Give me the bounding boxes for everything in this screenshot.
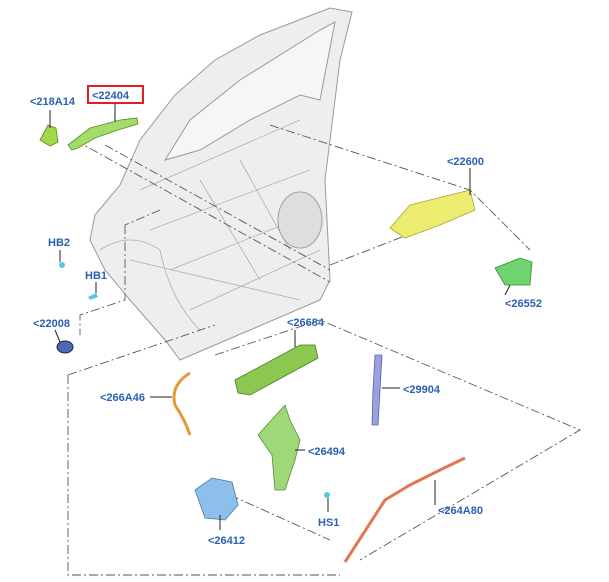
highlight-box: [87, 85, 144, 104]
label-HB2[interactable]: HB2: [48, 237, 70, 249]
label-HS1[interactable]: HS1: [318, 517, 339, 529]
label-22404[interactable]: <22404: [92, 90, 130, 102]
label-22600[interactable]: <22600: [447, 156, 484, 168]
part-29904[interactable]: [371, 354, 383, 426]
part-22008[interactable]: [56, 340, 74, 354]
label-26412[interactable]: <26412: [208, 535, 245, 547]
label-29904[interactable]: <29904: [403, 384, 441, 396]
label-26552[interactable]: <26552: [505, 298, 542, 310]
label-266A46[interactable]: <266A46: [100, 392, 145, 404]
part-HB1[interactable]: [88, 293, 98, 300]
part-HB2[interactable]: [59, 262, 65, 268]
part-26684[interactable]: [234, 344, 319, 396]
part-HS1[interactable]: [324, 492, 330, 498]
label-218A14[interactable]: <218A14: [30, 96, 76, 108]
part-264A80[interactable]: [343, 456, 466, 563]
door-inner-panel: [89, 7, 353, 361]
label-26494[interactable]: <26494: [308, 446, 346, 458]
part-26412[interactable]: [194, 477, 239, 521]
part-218A14[interactable]: [39, 124, 59, 147]
part-26552[interactable]: [494, 257, 533, 286]
part-266A46[interactable]: [172, 371, 192, 436]
label-26684[interactable]: <26684: [287, 317, 325, 329]
part-22404[interactable]: [67, 117, 139, 151]
part-22600[interactable]: [389, 189, 476, 239]
label-HB1[interactable]: HB1: [85, 270, 107, 282]
label-264A80[interactable]: <264A80: [438, 505, 483, 517]
part-26494[interactable]: [257, 404, 301, 491]
label-22008[interactable]: <22008: [33, 318, 70, 330]
leader-lines: [49, 103, 511, 530]
